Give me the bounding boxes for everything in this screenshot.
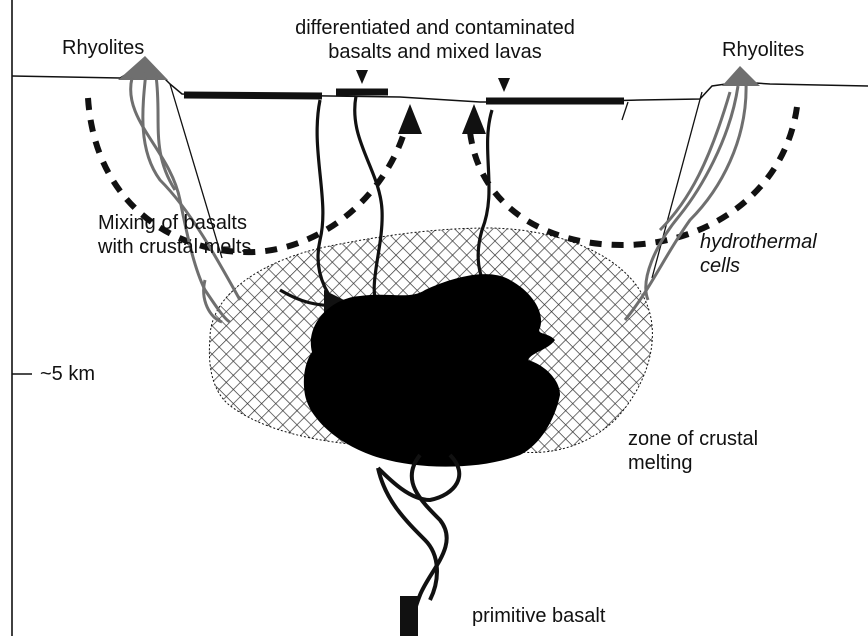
rhyolite-feeders-left: [131, 72, 240, 322]
magma-chamber: [304, 274, 560, 467]
feeder-base: [400, 596, 418, 636]
label-hydrothermal-line1: hydrothermal: [700, 230, 817, 254]
label-differentiated-line2: basalts and mixed lavas: [255, 40, 615, 64]
label-crustal-melting-line2: melting: [628, 451, 758, 475]
label-primitive-basalt: primitive basalt: [472, 604, 605, 628]
label-crustal-melting-line1: zone of crustal: [628, 427, 758, 451]
label-mixing-line1: Mixing of basalts: [98, 211, 251, 235]
small-fault: [622, 102, 628, 120]
label-rhyolites-right: Rhyolites: [722, 38, 804, 62]
label-depth-5km: ~5 km: [40, 362, 95, 386]
label-crustal-melting: zone of crustal melting: [628, 427, 758, 475]
arrow-up-right: [462, 104, 486, 134]
label-differentiated-line1: differentiated and contaminated: [255, 16, 615, 40]
label-hydrothermal-line2: cells: [700, 254, 817, 278]
arrow-up-left: [398, 104, 422, 134]
pointer-arrow-2: [498, 78, 510, 92]
lava-flow-1: [184, 95, 322, 96]
label-hydrothermal: hydrothermal cells: [700, 230, 817, 278]
hydrothermal-cell-right: [470, 98, 798, 245]
label-rhyolites-left: Rhyolites: [62, 36, 144, 60]
rhyolite-feeders-right: [625, 82, 746, 320]
label-mixing-line2: with crustal melts: [98, 235, 251, 259]
label-differentiated: differentiated and contaminated basalts …: [255, 16, 615, 64]
primitive-basalt-feeder: [378, 455, 459, 636]
pointer-arrow-1: [356, 70, 368, 84]
label-mixing: Mixing of basalts with crustal melts: [98, 211, 251, 259]
rhyolite-dome-right: [722, 66, 760, 86]
